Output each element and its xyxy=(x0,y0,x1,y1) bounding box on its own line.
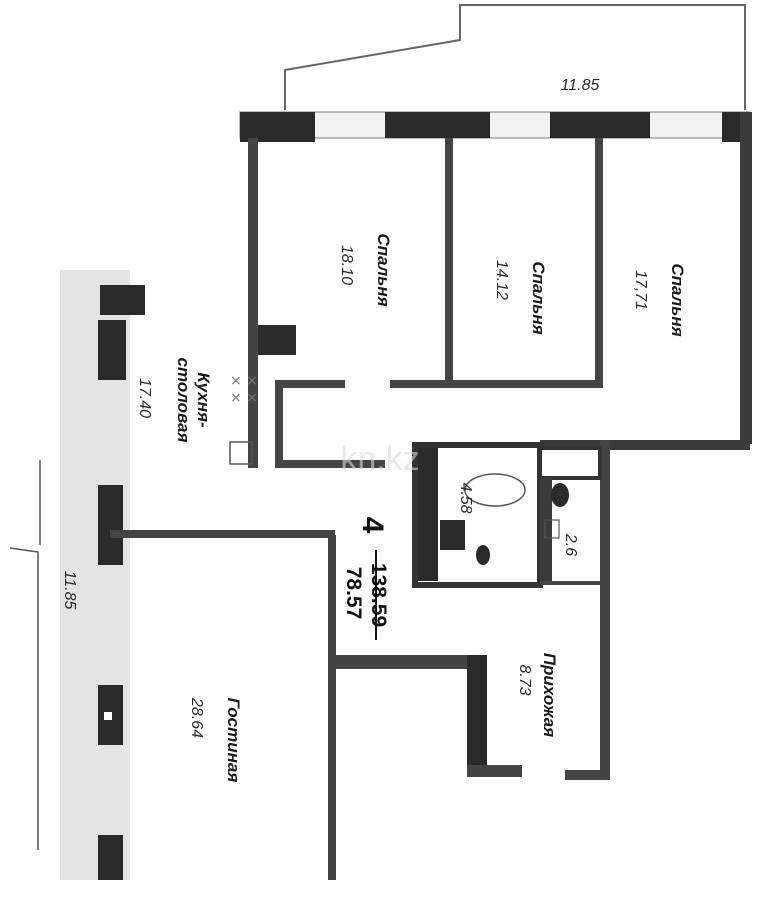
bedroom-left-wall xyxy=(248,138,258,468)
bedroom1-area: 18.10 xyxy=(338,245,355,285)
bedroom1-name: Спальня xyxy=(374,233,393,306)
living-area-total: 78.57 xyxy=(342,567,365,620)
toilet-icon xyxy=(551,483,569,507)
svg-text:× ×: × × xyxy=(230,390,258,406)
bedroom3-name: Спальня xyxy=(668,263,687,336)
sink-icon xyxy=(229,441,253,465)
hallway-name: Прихожая xyxy=(540,653,559,737)
bedroom2-name: Спальня xyxy=(529,261,548,334)
left-dimension-line xyxy=(9,547,39,850)
right-wall xyxy=(740,112,752,444)
bathtub-icon xyxy=(464,473,526,507)
balcony-outline xyxy=(284,4,746,110)
bedroom2-area: 14.12 xyxy=(493,260,510,300)
total-area: 138.59 xyxy=(367,563,390,627)
living-area: 28.64 xyxy=(188,697,205,738)
kitchen-wall xyxy=(275,388,283,463)
kitchen-name-line2: столовая xyxy=(174,358,193,443)
partition-1 xyxy=(445,138,453,383)
kitchen-area: 17.40 xyxy=(136,378,153,418)
bath2-area: 2.6 xyxy=(562,533,579,556)
kitchen-name-line1: Кухня- xyxy=(194,372,213,428)
partition-2 xyxy=(595,138,603,388)
bath1-area: 4.58 xyxy=(457,482,474,513)
hallway-area: 8.73 xyxy=(516,664,533,695)
living-name: Гостиная xyxy=(224,698,243,783)
bathroom-block xyxy=(412,442,602,588)
top-dimension: 11.85 xyxy=(561,77,600,94)
bedroom-bottom-wall xyxy=(275,380,345,388)
rooms-count: 4 xyxy=(356,517,389,534)
living-top-wall xyxy=(110,530,335,538)
bedroom3-area: 17,71 xyxy=(632,270,649,310)
svg-text:× ×: × × xyxy=(230,373,258,389)
watermark: kn.kz xyxy=(340,440,419,478)
top-wall xyxy=(239,111,752,142)
left-dimension: 11.85 xyxy=(61,571,78,610)
stove-icon: × × × × xyxy=(230,373,258,406)
